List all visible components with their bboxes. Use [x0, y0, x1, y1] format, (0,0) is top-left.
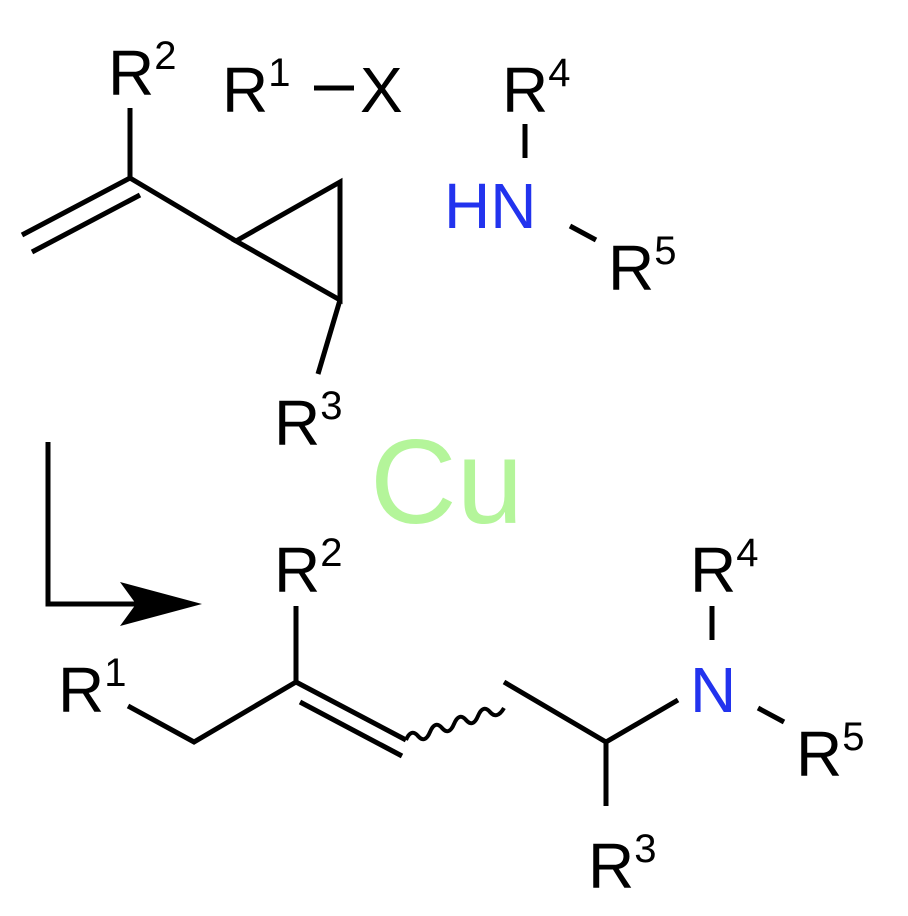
n-r5-bond	[568, 223, 598, 243]
internal-double-bond-b	[298, 699, 404, 759]
arrow-shaft	[45, 442, 140, 607]
leaving-group-x: X	[360, 54, 403, 126]
product-r1-label: R1	[58, 651, 126, 726]
product-r5-label: R5	[796, 715, 864, 790]
product-r2-label: R2	[274, 531, 342, 606]
cyclopropane-ring	[230, 177, 343, 305]
r1-ch2-bond	[126, 679, 298, 745]
product-r5-bond	[756, 705, 786, 725]
internal-double-bond-a	[294, 679, 408, 743]
r3-label: R3	[274, 384, 342, 459]
copper-catalyst-label: Cu	[370, 415, 523, 549]
hn-label: HN	[444, 170, 536, 242]
terminal-double-bond-a	[20, 175, 132, 238]
r1-label: R1	[222, 51, 290, 126]
product: R1 R2 R3 N R4 R5	[58, 531, 864, 902]
ch2-stereocenter-bond	[502, 679, 680, 745]
r3-bond	[315, 299, 343, 375]
wavy-bond	[404, 706, 506, 742]
terminal-double-bond-b	[30, 192, 142, 255]
electrophile-r1-x: R1 X	[222, 51, 403, 126]
r2-label: R2	[108, 34, 176, 109]
product-r3-label: R3	[588, 827, 656, 902]
product-r4-label: R4	[690, 531, 758, 606]
reaction-arrow	[45, 442, 202, 626]
r5-label: R5	[608, 229, 676, 304]
amine-reactant: R4 HN R5	[444, 51, 676, 304]
vinyl-cyclopropyl-bond	[128, 175, 238, 244]
arrow-head	[120, 582, 202, 626]
alkylidenecyclopropane: R2 R3	[20, 34, 343, 459]
r4-label: R4	[502, 51, 570, 126]
product-n-label: N	[690, 654, 736, 726]
